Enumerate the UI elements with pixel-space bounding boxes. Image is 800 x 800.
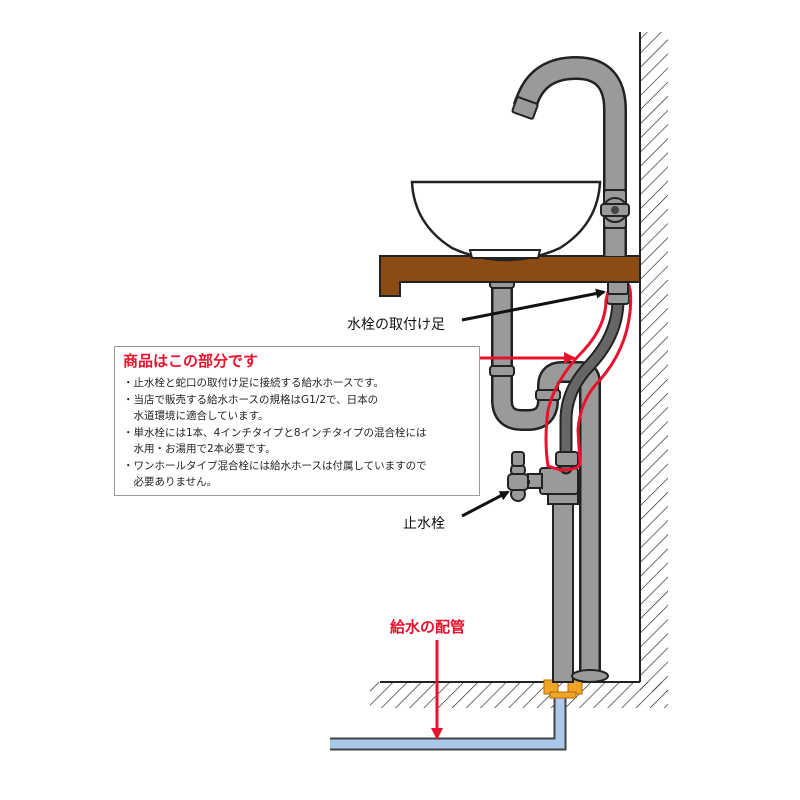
- supply-hose: [555, 291, 630, 475]
- hose-highlight-outline: [544, 282, 633, 472]
- product-info-line: ・当店で販売する給水ホースの規格はG1/2で、日本の: [123, 393, 379, 406]
- supply-pipe-underground: [330, 696, 567, 751]
- faucet-mount-label: 水栓の取付け足: [347, 317, 445, 333]
- product-info-line: ・ワンホールタイプ混合栓には給水ホースは付属していますので: [123, 459, 427, 472]
- product-info-line: ・止水栓と蛇口の取付け足に接続する給水ホースです。: [123, 377, 384, 389]
- product-info-title: 商品はこの部分です: [123, 352, 259, 370]
- stop-valve: [507, 451, 579, 502]
- product-info-line: 必要ありません。: [123, 476, 218, 488]
- stop-valve-label: 止水栓: [403, 516, 445, 532]
- wall: [639, 32, 668, 692]
- supply-riser: [547, 489, 579, 683]
- supply-pipe-label: 給水の配管: [390, 618, 465, 636]
- product-info-line: ・単水栓には1本、4インチタイプと8インチタイプの混合栓には: [123, 426, 427, 439]
- product-info-list: ・止水栓と蛇口の取付け足に接続する給水ホースです。 ・当店で販売する給水ホースの…: [123, 375, 471, 491]
- product-info-line: 水用・お湯用で2本必要です。: [123, 443, 276, 455]
- floor-fitting: [543, 679, 583, 699]
- floor: [370, 681, 668, 708]
- faucet-mount-arrow: [461, 288, 606, 322]
- product-info-box: 商品はこの部分です ・止水栓と蛇口の取付け足に接続する給水ホースです。 ・当店で…: [114, 346, 480, 496]
- basin: [410, 180, 602, 262]
- product-info-line: 水道環境に適合しています。: [123, 410, 269, 422]
- counter: [379, 255, 641, 297]
- stop-valve-arrow: [461, 490, 510, 518]
- faucet: [511, 56, 630, 256]
